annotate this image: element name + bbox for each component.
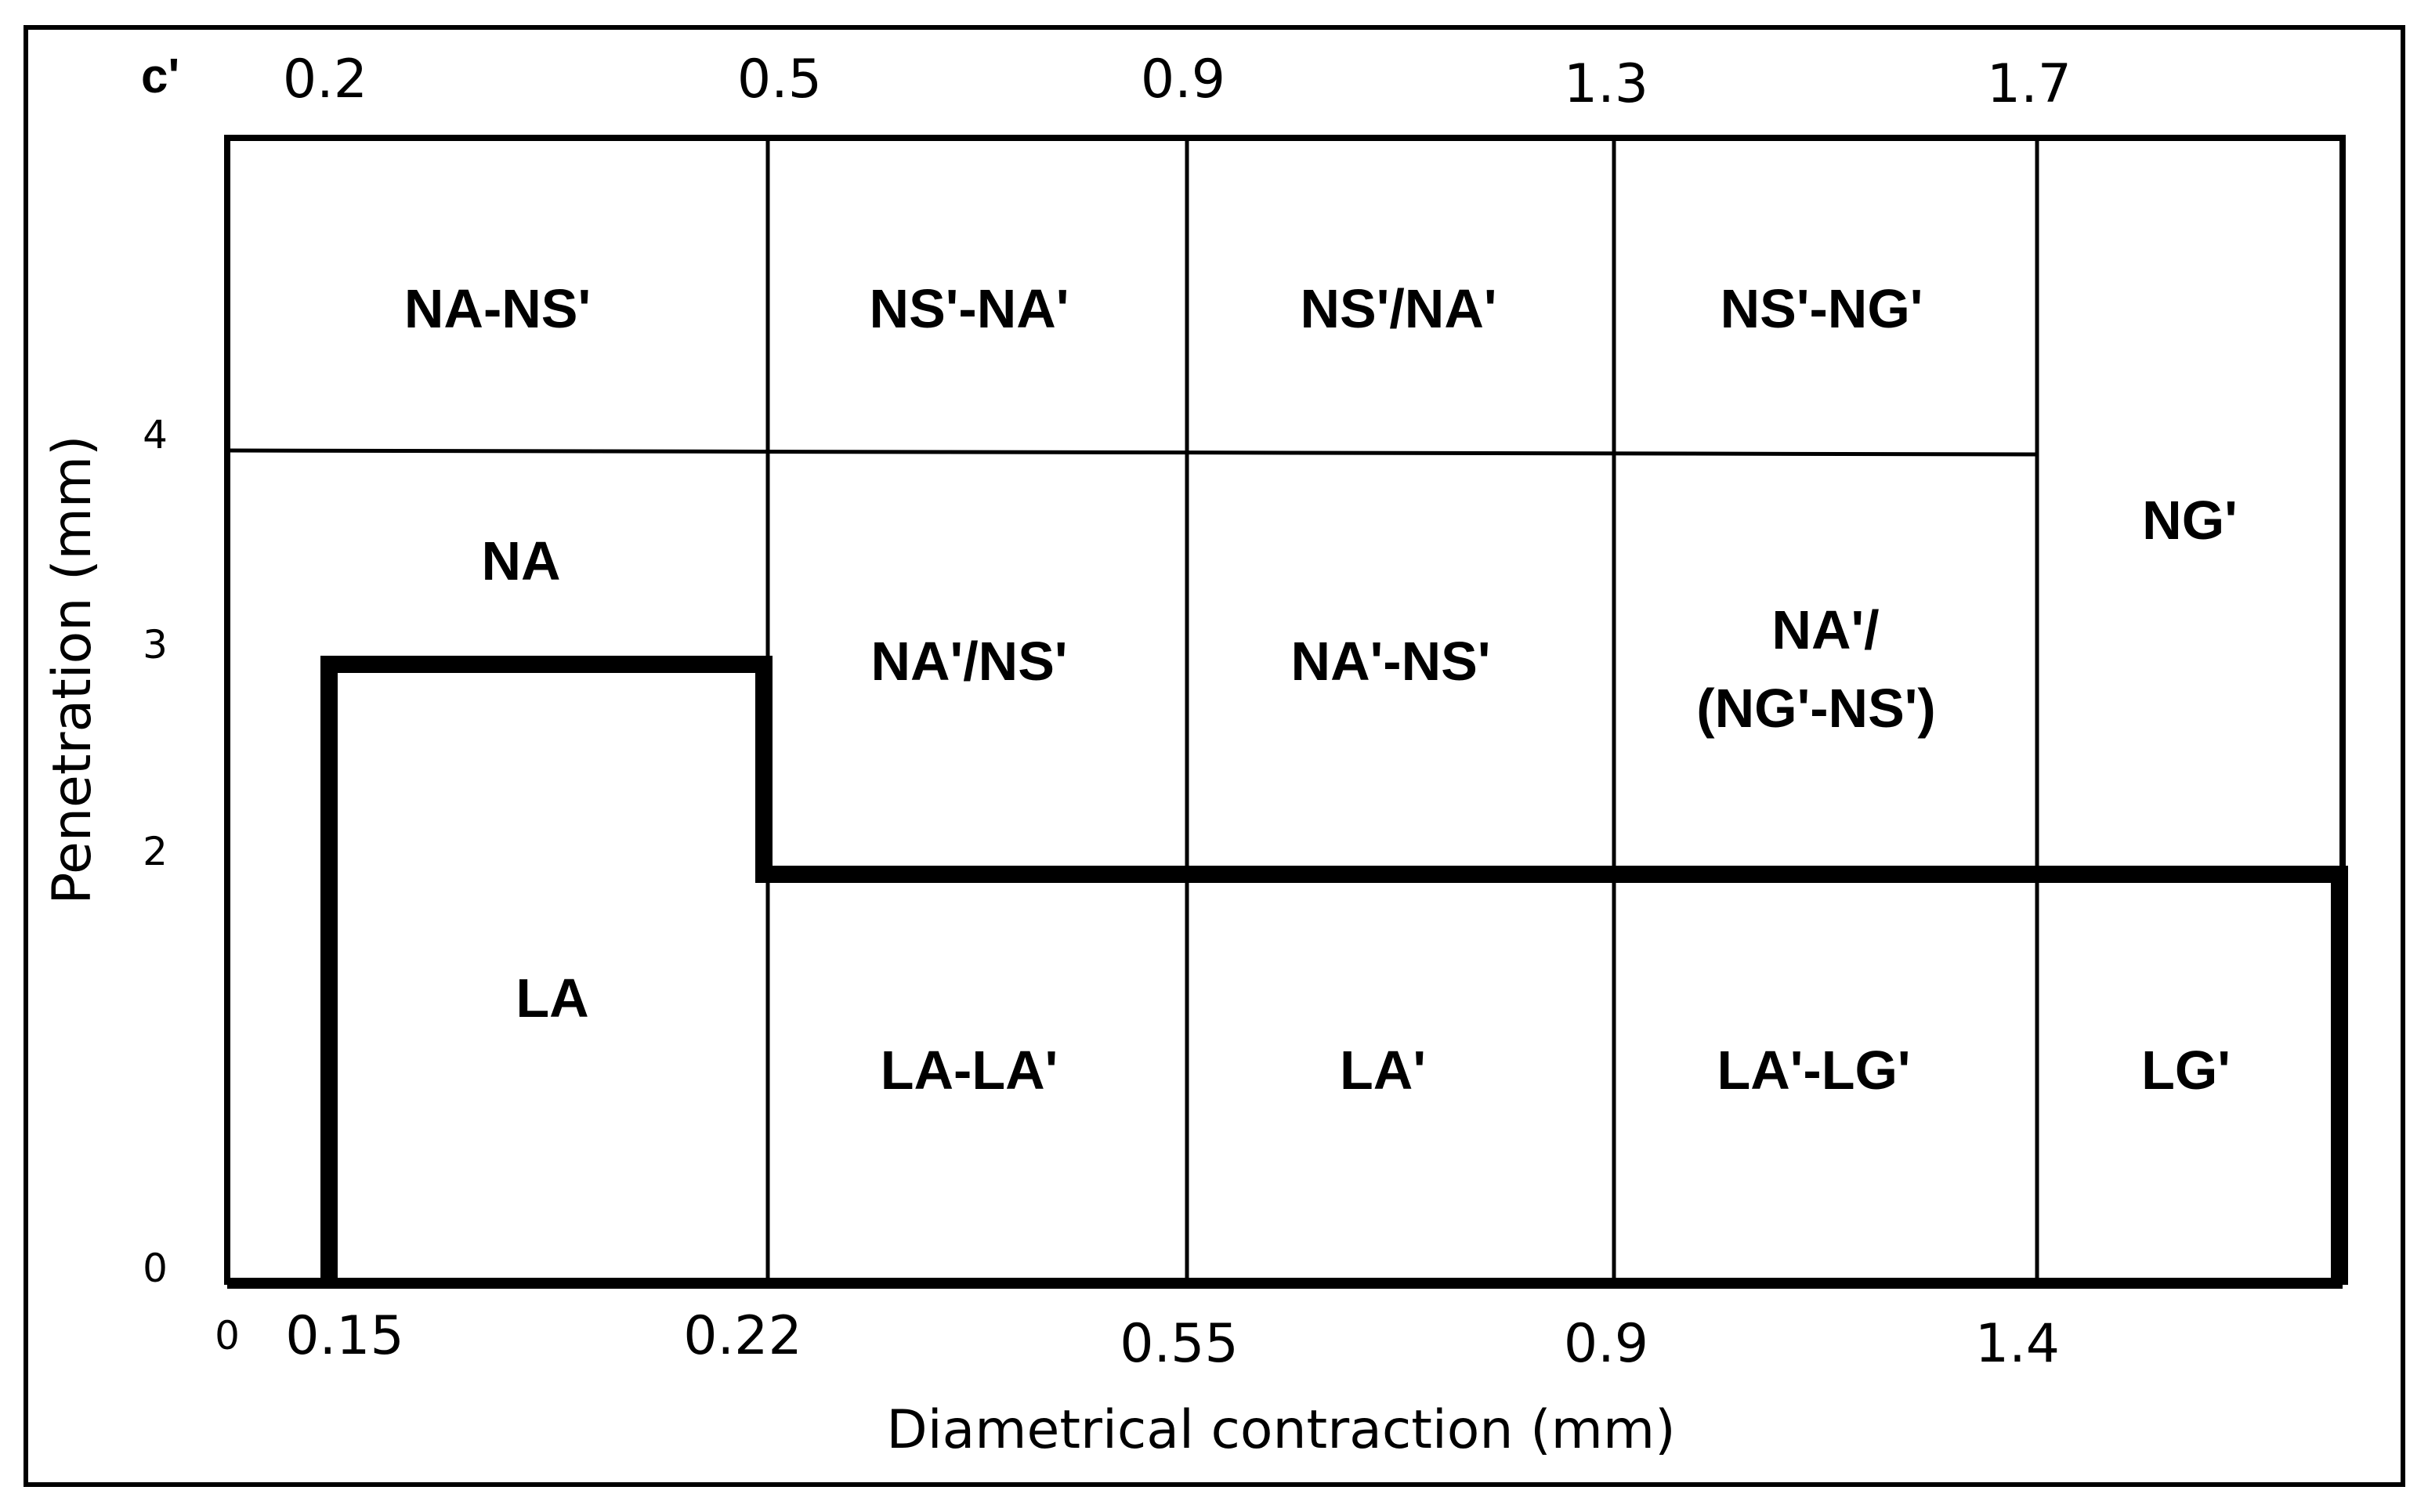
cell-label-ng: NG' — [2142, 490, 2238, 551]
top-tick-1: 0.2 — [283, 49, 367, 110]
cell-label-ns-na-slash: NS'/NA' — [1300, 278, 1496, 339]
bottom-tick-2: 0.22 — [683, 1305, 801, 1367]
cell-label-la: LA — [516, 968, 588, 1029]
cell-label-na-ns-slash: NA'/NS' — [870, 631, 1067, 692]
cell-label-na-ns: NA-NS' — [404, 278, 591, 339]
cell-label-lg: LG' — [2141, 1040, 2231, 1101]
cell-label-la-prime: LA' — [1340, 1040, 1426, 1101]
bottom-tick-3: 0.55 — [1120, 1313, 1238, 1375]
y-axis-title: Penetration (mm) — [42, 435, 103, 904]
bottom-tick-4: 0.9 — [1564, 1313, 1648, 1375]
bottom-tick-1: 0.15 — [285, 1305, 403, 1367]
cell-label-ns-ng: NS'-NG' — [1721, 278, 1923, 339]
bottom-tick-0: 0 — [215, 1313, 240, 1358]
top-tick-3: 0.9 — [1141, 49, 1225, 110]
left-tick-0: 0 — [143, 1246, 168, 1291]
bottom-tick-5: 1.4 — [1975, 1313, 2060, 1375]
grid-line-h-top — [226, 448, 2038, 457]
cell-label-la-lg: LA'-LG' — [1717, 1040, 1910, 1101]
cell-label-la-la: LA-LA' — [881, 1040, 1058, 1101]
left-tick-2: 2 — [143, 829, 168, 874]
cell-label-na-ns-dash: NA'-NS' — [1291, 631, 1491, 692]
x-axis-title: Diametrical contraction (mm) — [886, 1399, 1675, 1461]
cell-label-na: NA — [481, 530, 560, 591]
boundary-thick — [320, 656, 2348, 1285]
corner-label-c: c' — [141, 49, 179, 103]
cell-label-na-ng-ns-line1: NA'/ — [1771, 599, 1879, 660]
cell-label-na-ng-ns-line2: (NG'-NS') — [1696, 678, 1935, 739]
top-tick-5: 1.7 — [1987, 53, 2072, 115]
left-tick-3: 3 — [143, 622, 168, 667]
top-tick-4: 1.3 — [1564, 53, 1648, 115]
left-tick-4: 4 — [143, 412, 168, 458]
cell-label-ns-na-dash: NS'-NA' — [870, 278, 1069, 339]
top-tick-2: 0.5 — [737, 49, 822, 110]
figure-frame — [24, 25, 2405, 1487]
